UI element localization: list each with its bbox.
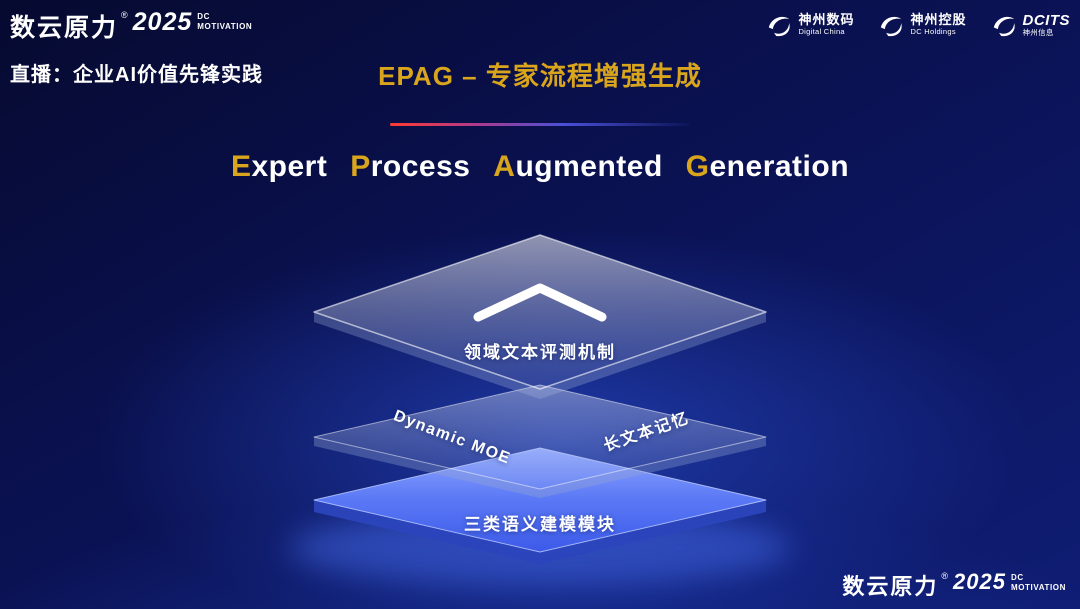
subtitle-word: Augmented — [493, 150, 663, 183]
partner-subtitle: 神州信息 — [1022, 28, 1054, 38]
layer-label-evaluation: 领域文本评测机制 — [464, 343, 616, 362]
brand-year: 2025 — [953, 569, 1006, 594]
registered-mark: ® — [941, 571, 949, 581]
swoosh-icon — [878, 12, 904, 38]
layer-middle-plate — [313, 384, 767, 490]
brand-suffix-line2: MOTIVATION — [197, 21, 253, 31]
partner-logo-dc-holdings: 神州控股 DC Holdings — [878, 12, 966, 38]
partner-logo-dcits: DCITS 神州信息 — [991, 12, 1071, 38]
gradient-divider — [390, 123, 690, 126]
layer-label-semantic-modules: 三类语义建模模块 — [464, 515, 616, 534]
brand-suffix-line1: DC — [1010, 573, 1024, 582]
brand-suffix-line1: DC — [197, 12, 211, 21]
swoosh-icon — [766, 12, 792, 38]
subtitle-rest: rocess — [370, 150, 471, 183]
brand-name: 数云原力 — [842, 574, 939, 599]
brand-logo-top-left: 数云原力 ® 2025 DC MOTIVATION — [10, 8, 252, 44]
subtitle-initial: E — [230, 150, 252, 183]
registered-mark: ® — [121, 10, 128, 20]
brand-name: 数云原力 — [10, 14, 119, 42]
brand-year: 2025 — [132, 8, 193, 36]
subtitle: Expert Process Augmented Generation — [0, 150, 1080, 184]
partner-subtitle: Digital China — [798, 27, 845, 37]
brand-suffix: DC MOTIVATION — [197, 12, 252, 31]
live-session-label: 直播：企业AI价值先锋实践 — [10, 64, 263, 86]
layer-bottom-plate — [313, 447, 767, 553]
page-title: EPAG – 专家流程增强生成 — [378, 61, 702, 91]
partner-name: 神州控股 — [910, 12, 967, 28]
partner-name: 神州数码 — [798, 12, 855, 28]
subtitle-rest: eneration — [709, 150, 850, 183]
brand-suffix: DC MOTIVATION — [1011, 573, 1066, 592]
subtitle-word: Expert — [231, 150, 327, 183]
subtitle-word: Generation — [686, 150, 849, 183]
chevron-up-icon — [473, 283, 607, 322]
partner-text: 神州数码 Digital China — [798, 12, 855, 37]
partner-text: DCITS 神州信息 — [1023, 12, 1071, 38]
brand-logo-bottom-right: 数云原力 ® 2025 DC MOTIVATION — [842, 569, 1066, 601]
subtitle-initial: G — [685, 150, 710, 183]
brand-suffix-line2: MOTIVATION — [1010, 582, 1066, 592]
layer-top-plate — [313, 234, 767, 390]
partner-logo-digital-china: 神州数码 Digital China — [766, 12, 854, 38]
subtitle-word: Process — [350, 150, 470, 183]
subtitle-rest: ugmented — [515, 150, 663, 183]
subtitle-rest: xpert — [251, 150, 328, 183]
partner-name: DCITS — [1022, 12, 1070, 30]
swoosh-icon — [991, 12, 1017, 38]
partner-text: 神州控股 DC Holdings — [910, 12, 967, 37]
subtitle-initial: P — [350, 150, 371, 183]
partner-subtitle: DC Holdings — [910, 27, 956, 37]
partner-logos: 神州数码 Digital China 神州控股 DC Holdings — [766, 12, 1070, 38]
subtitle-initial: A — [493, 150, 516, 183]
layer-bottom-side — [314, 500, 766, 564]
